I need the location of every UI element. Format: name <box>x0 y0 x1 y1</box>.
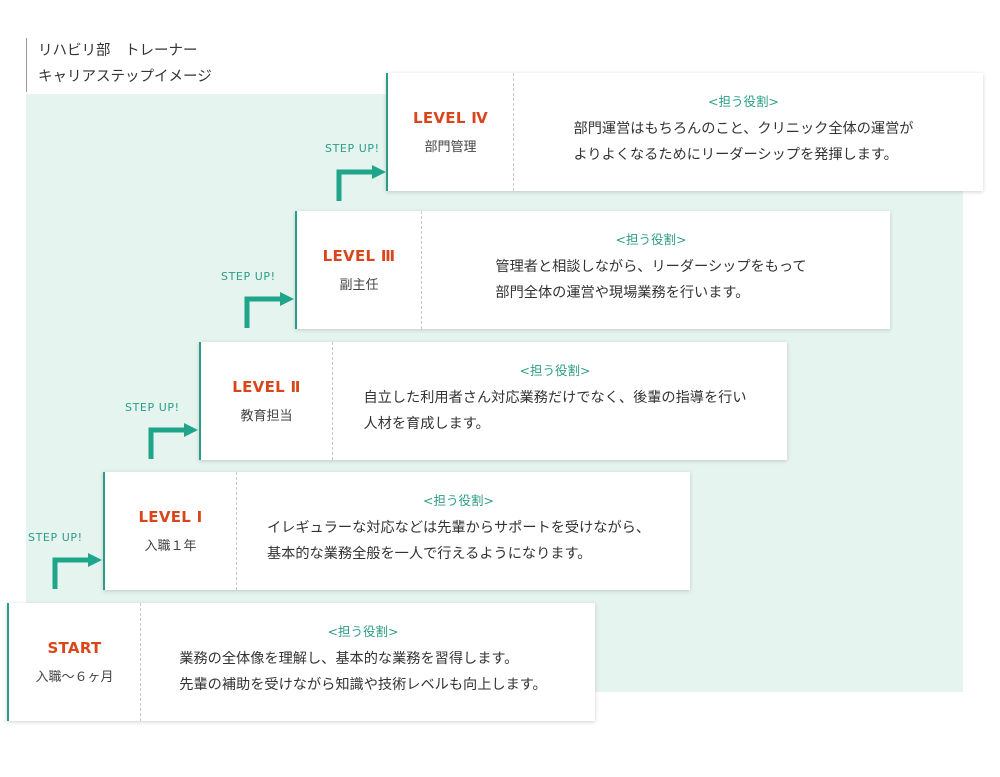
role-label: <担う役割> <box>327 624 399 639</box>
step-arrow-icon <box>336 165 386 201</box>
step-up-label-1: STEP UP! <box>28 531 83 544</box>
role-line-2: よりよくなるためにリーダーシップを発揮します。 <box>573 147 898 163</box>
role-text: 部門運営はもちろんのこと、クリニック全体の運営が よりよくなるためにリーダーシッ… <box>574 116 914 168</box>
step-arrow-icon <box>148 423 198 459</box>
level-box: LEVEL Ⅲ 副主任 <box>297 211 422 329</box>
level-box: LEVEL Ⅰ 入職１年 <box>105 472 237 590</box>
step-up-label-3: STEP UP! <box>221 270 276 283</box>
step-up-label-4: STEP UP! <box>325 142 380 155</box>
role-line-1: イレギュラーな対応などは先輩からサポートを受けながら、 <box>266 520 651 536</box>
heading-line-2: キャリアステップイメージ <box>38 69 212 85</box>
role-line-2: 先輩の補助を受けながら知識や技術レベルも向上します。 <box>179 677 547 693</box>
role-box: <担う役割> 管理者と相談しながら、リーダーシップをもって 部門全体の運営や現場… <box>422 211 890 329</box>
level-name: LEVEL Ⅰ <box>138 508 203 526</box>
level-sub: 部門管理 <box>424 140 477 155</box>
role-line-2: 部門全体の運営や現場業務を行います。 <box>495 285 750 301</box>
level-sub: 入職１年 <box>144 539 197 554</box>
role-label: <担う役割> <box>423 493 494 508</box>
role-box: <担う役割> 業務の全体像を理解し、基本的な業務を習得します。 先輩の補助を受け… <box>141 603 595 721</box>
level-box: LEVEL Ⅳ 部門管理 <box>388 73 514 191</box>
heading-line-1: リハビリ部 トレーナー <box>38 43 198 59</box>
card-level-2: LEVEL Ⅱ 教育担当 <担う役割> 自立した利用者さん対応業務だけでなく、後… <box>199 342 787 460</box>
role-label: <担う役割> <box>708 94 779 109</box>
role-text: 業務の全体像を理解し、基本的な業務を習得します。 先輩の補助を受けながら知識や技… <box>179 646 546 698</box>
level-sub: 副主任 <box>339 278 379 293</box>
level-box: START 入職〜６ヶ月 <box>9 603 141 721</box>
role-text: 管理者と相談しながら、リーダーシップをもって 部門全体の運営や現場業務を行います… <box>495 254 806 306</box>
level-name: LEVEL Ⅱ <box>232 378 301 396</box>
role-box: <担う役割> 部門運営はもちろんのこと、クリニック全体の運営が よりよくなるため… <box>514 73 983 191</box>
role-text: イレギュラーな対応などは先輩からサポートを受けながら、 基本的な業務全般を一人で… <box>267 515 650 567</box>
role-label: <担う役割> <box>519 363 591 378</box>
role-box: <担う役割> 自立した利用者さん対応業務だけでなく、後輩の指導を行い 人材を育成… <box>333 342 787 460</box>
page-heading: リハビリ部 トレーナー キャリアステップイメージ <box>26 38 212 92</box>
level-box: LEVEL Ⅱ 教育担当 <box>201 342 333 460</box>
card-start: START 入職〜６ヶ月 <担う役割> 業務の全体像を理解し、基本的な業務を習得… <box>7 603 595 721</box>
card-level-1: LEVEL Ⅰ 入職１年 <担う役割> イレギュラーな対応などは先輩からサポート… <box>103 472 690 590</box>
role-line-1: 管理者と相談しながら、リーダーシップをもって <box>495 259 807 275</box>
level-name: LEVEL Ⅲ <box>322 247 396 265</box>
role-box: <担う役割> イレギュラーな対応などは先輩からサポートを受けながら、 基本的な業… <box>237 472 690 590</box>
role-line-2: 人材を育成します。 <box>363 416 490 432</box>
role-line-1: 業務の全体像を理解し、基本的な業務を習得します。 <box>179 651 519 667</box>
level-name: START <box>47 639 102 657</box>
step-arrow-icon <box>52 553 102 589</box>
card-level-3: LEVEL Ⅲ 副主任 <担う役割> 管理者と相談しながら、リーダーシップをもっ… <box>295 211 890 329</box>
step-arrow-icon <box>244 292 294 328</box>
role-line-1: 自立した利用者さん対応業務だけでなく、後輩の指導を行い <box>363 390 747 406</box>
card-level-4: LEVEL Ⅳ 部門管理 <担う役割> 部門運営はもちろんのこと、クリニック全体… <box>386 73 983 191</box>
role-line-1: 部門運営はもちろんのこと、クリニック全体の運営が <box>573 121 914 137</box>
role-text: 自立した利用者さん対応業務だけでなく、後輩の指導を行い 人材を育成します。 <box>363 385 746 437</box>
role-label: <担う役割> <box>615 232 687 247</box>
role-line-2: 基本的な業務全般を一人で行えるようになります。 <box>266 546 592 562</box>
level-sub: 教育担当 <box>240 409 293 424</box>
step-up-label-2: STEP UP! <box>125 401 180 414</box>
level-name: LEVEL Ⅳ <box>412 109 489 127</box>
level-sub: 入職〜６ヶ月 <box>35 670 114 685</box>
